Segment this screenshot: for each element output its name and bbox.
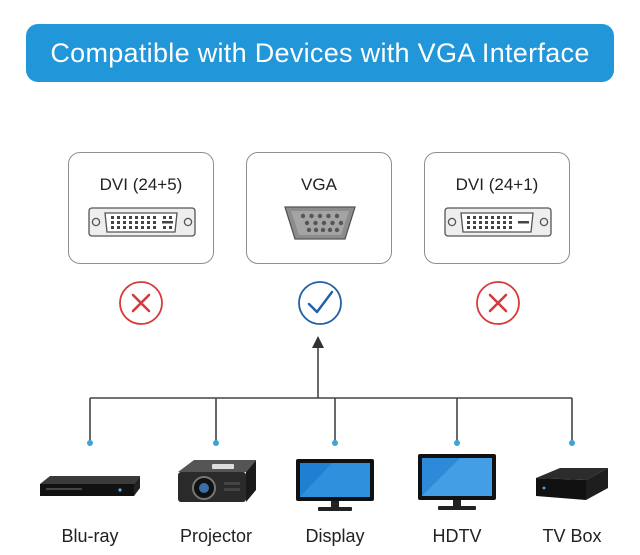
- monitor-icon: [296, 459, 374, 511]
- tv-box-icon: [536, 468, 608, 500]
- device-label-hdtv: HDTV: [432, 526, 482, 546]
- hdtv-icon: [418, 454, 496, 510]
- banner-title: Compatible with Devices with VGA Interfa…: [50, 38, 590, 68]
- connector-dot: [454, 440, 460, 446]
- port-label: DVI (24+1): [455, 175, 539, 194]
- dvi-connector-icon: [444, 207, 552, 237]
- device-label-display: Display: [305, 526, 365, 546]
- port-card-vga: VGA: [246, 152, 392, 264]
- incompatible-cross-icon: [119, 281, 163, 325]
- device-label-tv-box: TV Box: [542, 526, 602, 546]
- title-banner: Compatible with Devices with VGA Interfa…: [26, 24, 614, 82]
- connector-dot: [332, 440, 338, 446]
- device-label-projector: Projector: [179, 526, 253, 546]
- port-label: DVI (24+5): [99, 175, 183, 194]
- port-card-dvi-24-1: DVI (24+1): [424, 152, 570, 264]
- port-card-dvi-24-5: DVI (24+5): [68, 152, 214, 264]
- arrow-up-icon: [312, 336, 324, 348]
- device-label-bluray: Blu-ray: [61, 526, 119, 546]
- vga-connector-icon: [284, 206, 356, 240]
- connector-dot: [213, 440, 219, 446]
- bluray-player-icon: [40, 476, 140, 496]
- connector-dot: [569, 440, 575, 446]
- connector-dot: [87, 440, 93, 446]
- projector-icon: [178, 460, 256, 502]
- incompatible-cross-icon: [476, 281, 520, 325]
- dvi-connector-icon: [88, 207, 196, 237]
- compatible-check-icon: [298, 281, 342, 325]
- port-label: VGA: [301, 175, 337, 194]
